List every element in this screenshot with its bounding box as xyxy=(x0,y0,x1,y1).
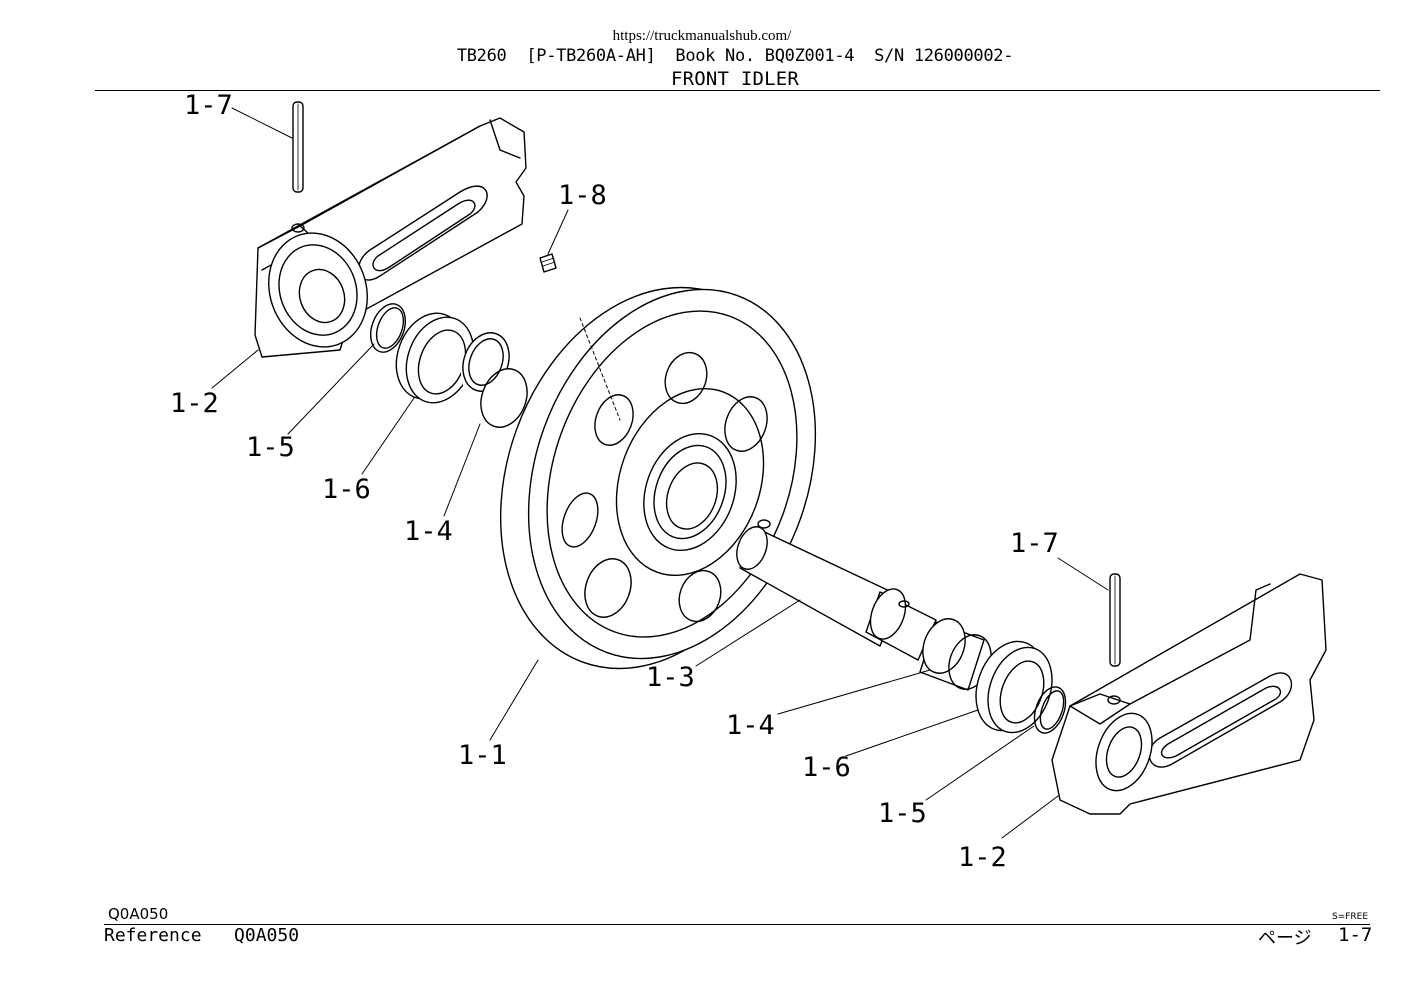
plug xyxy=(539,253,557,273)
footer-rule xyxy=(104,924,1370,925)
right-floating-seal xyxy=(975,640,1053,734)
leader-lines xyxy=(211,107,1109,839)
callout-labels: 1-7 1-8 1-2 1-5 1-6 1-4 1-7 1-3 1-1 1-4 … xyxy=(170,90,1059,873)
callout-1-7-right: 1-7 xyxy=(1010,528,1059,559)
page-label: ページ xyxy=(1258,928,1312,949)
idler-wheel xyxy=(499,286,817,670)
right-bushing xyxy=(919,618,992,691)
right-spring-pin xyxy=(1109,573,1121,667)
page-number: 1-7 xyxy=(1338,924,1373,946)
header-rule xyxy=(95,90,1380,91)
callout-1-2-right: 1-2 xyxy=(958,842,1007,873)
callout-1-6-left: 1-6 xyxy=(322,474,371,505)
callout-1-3: 1-3 xyxy=(646,662,695,693)
reference-line: Reference Q0A050 xyxy=(104,925,300,946)
callout-1-8: 1-8 xyxy=(558,180,607,211)
callout-1-6-right: 1-6 xyxy=(802,752,851,783)
callout-1-5-right: 1-5 xyxy=(878,798,927,829)
left-o-ring xyxy=(370,303,406,353)
page-title: FRONT IDLER xyxy=(670,68,800,90)
callout-1-7-left: 1-7 xyxy=(184,90,233,121)
left-bushing xyxy=(460,332,528,428)
source-url: https://truckmanualshub.com/ xyxy=(612,28,792,44)
right-o-ring xyxy=(1033,686,1067,734)
callout-1-4-left: 1-4 xyxy=(404,516,453,547)
left-idler-bracket xyxy=(254,117,527,358)
scale-note: S=FREE xyxy=(1332,912,1369,922)
callout-1-4-right: 1-4 xyxy=(726,710,775,741)
left-spring-pin xyxy=(292,101,304,193)
model-book-serial-line: TB260 [P-TB260A-AH] Book No. BQ0Z001-4 S… xyxy=(456,46,1014,66)
idler-shaft xyxy=(736,519,937,661)
left-floating-seal xyxy=(395,312,475,404)
callout-1-1: 1-1 xyxy=(458,740,507,771)
callout-1-5-left: 1-5 xyxy=(246,432,295,463)
callout-1-2-left: 1-2 xyxy=(170,388,219,419)
right-idler-bracket xyxy=(1051,573,1327,815)
figure-reference-code: Q0A050 xyxy=(108,905,169,923)
